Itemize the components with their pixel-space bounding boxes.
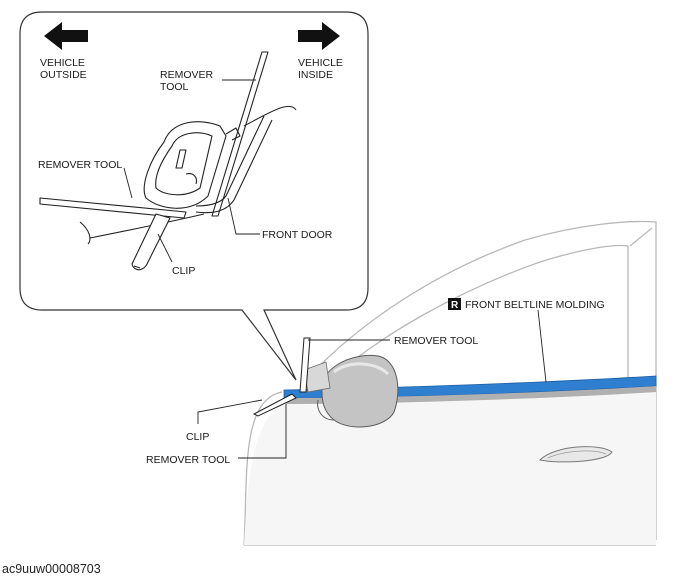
label-front-beltline-molding: FRONT BELTLINE MOLDING	[465, 299, 605, 311]
arrow-left-icon	[44, 22, 88, 50]
door-handle	[538, 446, 613, 463]
molding-cross-section	[39, 51, 297, 271]
arrow-right-icon	[298, 22, 340, 50]
badge-r	[448, 298, 461, 310]
label-remover-tool-left: REMOVER TOOL	[38, 159, 122, 171]
label-remover-tool-top-line2: TOOL	[160, 81, 189, 93]
label-clip-detail: CLIP	[172, 265, 195, 277]
label-clip-car: CLIP	[186, 431, 209, 443]
label-vehicle-outside-line1: VEHICLE	[40, 57, 85, 69]
leader-lines-detail	[123, 79, 260, 263]
label-remover-tool-top-line1: REMOVER	[160, 69, 214, 81]
label-front-door: FRONT DOOR	[262, 229, 333, 241]
label-remover-tool-bottom: REMOVER TOOL	[146, 454, 230, 466]
label-vehicle-inside-line1: VEHICLE	[298, 57, 343, 69]
label-vehicle-outside-line2: OUTSIDE	[40, 69, 87, 81]
door-panel-shade	[244, 380, 656, 545]
side-mirror	[303, 354, 399, 428]
remover-tool-on-car	[252, 337, 311, 417]
reference-code: ac9uuw00008703	[2, 562, 101, 576]
leader-lines-car	[197, 309, 547, 459]
label-remover-tool-car: REMOVER TOOL	[394, 335, 478, 347]
label-vehicle-inside-line2: INSIDE	[298, 69, 333, 81]
detail-callout-bubble	[19, 11, 369, 381]
badge-r-letter: R	[451, 300, 459, 311]
